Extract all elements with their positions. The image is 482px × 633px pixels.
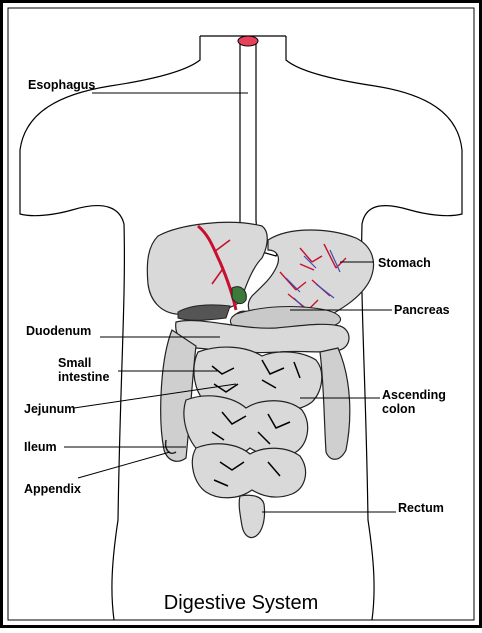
label-jejunum: Jejunum <box>24 402 75 416</box>
label-rectum: Rectum <box>398 501 444 515</box>
label-duodenum: Duodenum <box>26 324 91 338</box>
small-intestine-coils <box>184 347 322 498</box>
label-ileum: Ileum <box>24 440 57 454</box>
label-ascending-colon: Ascending colon <box>382 388 462 416</box>
right-colon <box>320 348 350 459</box>
label-small-intestine: Small intestine <box>58 356 118 384</box>
label-esophagus: Esophagus <box>28 78 95 92</box>
esophagus-opening <box>238 36 258 46</box>
label-stomach: Stomach <box>378 256 431 270</box>
label-appendix: Appendix <box>24 482 81 496</box>
rectum <box>239 495 264 537</box>
diagram-caption: Digestive System <box>0 592 482 615</box>
label-pancreas: Pancreas <box>394 303 450 317</box>
